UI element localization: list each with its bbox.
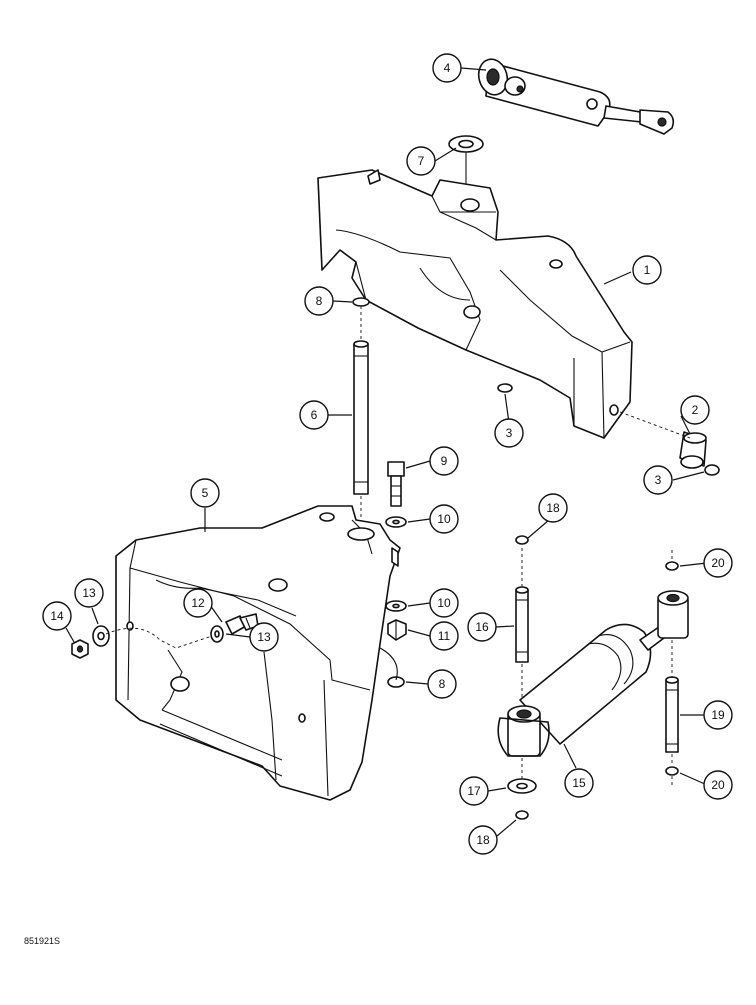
svg-text:3: 3 (506, 426, 513, 440)
callout-7: 7 (406, 146, 436, 176)
ring-part-8-top (352, 297, 370, 307)
bolt-part-12 (225, 613, 259, 635)
callout-20: 20 (703, 770, 733, 800)
reference-code: 851921S (24, 936, 61, 946)
svg-text:5: 5 (202, 486, 209, 500)
ring-part-18 (515, 535, 529, 820)
callout-5: 5 (190, 478, 220, 508)
callout-9: 9 (429, 446, 459, 476)
svg-text:20: 20 (711, 556, 725, 570)
callout-8: 8 (304, 286, 334, 316)
callout-6: 6 (299, 400, 329, 430)
bolt-part-9 (387, 461, 405, 507)
callout-20: 20 (703, 548, 733, 578)
steering-cylinder-part-15 (497, 590, 689, 757)
svg-text:2: 2 (692, 403, 699, 417)
svg-text:10: 10 (437, 512, 451, 526)
svg-text:15: 15 (572, 776, 586, 790)
pin-part-19 (665, 640, 679, 764)
svg-text:14: 14 (50, 609, 64, 623)
svg-text:3: 3 (655, 473, 662, 487)
svg-text:11: 11 (438, 629, 451, 643)
svg-text:16: 16 (475, 620, 489, 634)
callout-12: 12 (183, 588, 213, 618)
callout-3: 3 (494, 418, 524, 448)
callout-16: 16 (467, 612, 497, 642)
ring-part-8-bottom (379, 647, 405, 688)
svg-text:13: 13 (82, 586, 96, 600)
callout-3: 3 (643, 465, 673, 495)
callout-13: 13 (249, 622, 279, 652)
svg-text:6: 6 (311, 408, 318, 422)
callout-18: 18 (538, 493, 568, 523)
snap-ring-part-3 (497, 383, 720, 476)
ring-part-20 (665, 550, 679, 788)
callout-15: 15 (564, 768, 594, 798)
callout-10: 10 (429, 588, 459, 618)
svg-text:1: 1 (644, 263, 651, 277)
callout-4: 4 (432, 53, 462, 83)
callout-13: 13 (74, 578, 104, 608)
leader-lines (65, 67, 708, 837)
pin-part-16 (515, 548, 529, 700)
callout-14: 14 (42, 601, 72, 631)
axle-bracket-part-1 (317, 169, 633, 439)
svg-text:7: 7 (418, 154, 425, 168)
svg-text:8: 8 (316, 294, 323, 308)
washer-part-17 (507, 758, 537, 794)
callout-10: 10 (429, 504, 459, 534)
nut-part-11 (387, 619, 407, 641)
bushing-part-2 (619, 411, 707, 469)
callout-11: 11 (429, 621, 459, 651)
svg-text:9: 9 (441, 454, 448, 468)
svg-text:12: 12 (191, 596, 205, 610)
callout-18: 18 (468, 825, 498, 855)
callout-17: 17 (459, 776, 489, 806)
svg-text:10: 10 (437, 596, 451, 610)
svg-text:18: 18 (476, 833, 490, 847)
callout-19: 19 (703, 700, 733, 730)
svg-text:4: 4 (444, 61, 451, 75)
svg-text:13: 13 (257, 630, 271, 644)
svg-text:20: 20 (711, 778, 725, 792)
svg-text:8: 8 (439, 677, 446, 691)
nut-part-14 (71, 639, 89, 659)
svg-text:18: 18 (546, 501, 560, 515)
svg-text:19: 19 (711, 708, 725, 722)
cylinder-part-4 (477, 58, 675, 135)
svg-text:17: 17 (467, 784, 481, 798)
washer-part-13 (92, 621, 224, 649)
callout-8: 8 (427, 669, 457, 699)
callout-1: 1 (632, 255, 662, 285)
pivot-pin-part-6 (353, 306, 369, 528)
mounting-bracket-part-5 (115, 505, 401, 801)
callout-2: 2 (680, 395, 710, 425)
